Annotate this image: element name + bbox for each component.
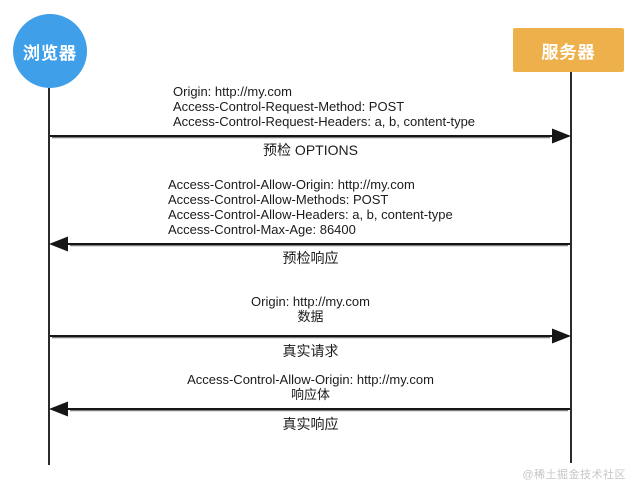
- header-line: Origin: http://my.com: [173, 84, 292, 99]
- preflight-request-label: 预检 OPTIONS: [263, 142, 358, 158]
- header-line: Origin: http://my.com: [251, 294, 370, 309]
- header-line: Access-Control-Request-Headers: a, b, co…: [173, 114, 476, 129]
- real-request-label: 真实请求: [282, 343, 339, 359]
- real-response-label: 真实响应: [282, 416, 339, 432]
- header-line: 数据: [297, 309, 324, 324]
- header-line: Access-Control-Allow-Methods: POST: [168, 192, 389, 207]
- arrow-real-request: [50, 328, 571, 344]
- real-response-headers: Access-Control-Allow-Origin: http://my.c…: [50, 372, 571, 402]
- header-line: Access-Control-Allow-Origin: http://my.c…: [168, 177, 415, 192]
- server-actor: 服务器: [513, 28, 624, 72]
- watermark: @稀土掘金技术社区: [522, 469, 626, 481]
- server-lifeline: [570, 72, 572, 463]
- arrow-real-response: [49, 401, 570, 417]
- preflight-request-headers: Origin: http://my.com Access-Control-Req…: [173, 84, 475, 129]
- header-line: Access-Control-Request-Method: POST: [173, 99, 405, 114]
- browser-actor-label: 浏览器: [23, 43, 77, 63]
- header-line: 响应体: [290, 387, 330, 402]
- header-line: Access-Control-Max-Age: 86400: [168, 222, 356, 237]
- header-line: Access-Control-Allow-Headers: a, b, cont…: [168, 207, 453, 222]
- preflight-response-headers: Access-Control-Allow-Origin: http://my.c…: [168, 177, 453, 237]
- header-line: Access-Control-Allow-Origin: http://my.c…: [187, 372, 434, 387]
- real-request-headers: Origin: http://my.com 数据: [50, 294, 571, 324]
- browser-lifeline: [48, 88, 50, 465]
- browser-actor: 浏览器: [13, 14, 87, 88]
- server-actor-label: 服务器: [541, 42, 596, 62]
- preflight-response-label: 预检响应: [282, 250, 339, 266]
